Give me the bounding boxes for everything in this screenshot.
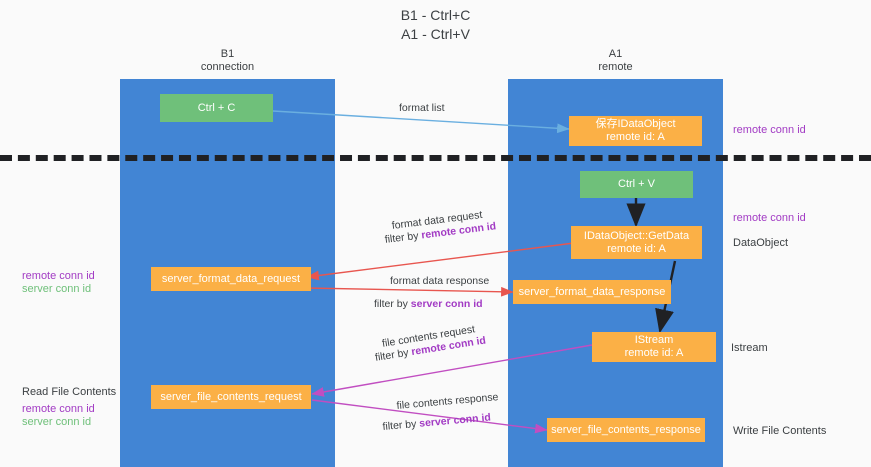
node-server-file-contents-response[interactable]: server_file_contents_response	[547, 418, 705, 442]
edge-label-format-list-text: format list	[399, 102, 445, 114]
annotation-remote-conn-id-mid: remote conn id	[733, 211, 806, 225]
node-ctrl-v[interactable]: Ctrl + V	[580, 171, 693, 198]
title-line-1: B1 - Ctrl+C	[400, 7, 471, 23]
node-getdata-label: IDataObject::GetData	[583, 229, 690, 242]
node-getdata-sub: remote id: A	[607, 242, 666, 255]
edge-label-format-list: format list	[399, 101, 445, 115]
filter-id-server-conn-id: server conn id	[410, 298, 483, 310]
node-ctrl-c[interactable]: Ctrl + C	[160, 94, 273, 122]
annotation-istream: Istream	[731, 341, 768, 355]
filter-id-server-conn-id-2: server conn id	[418, 411, 492, 430]
edge-label-file-contents-response-filter: filter by server conn id	[382, 411, 491, 434]
node-server-format-data-request[interactable]: server_format_data_request	[151, 267, 311, 291]
node-istream-sub: remote id: A	[624, 347, 684, 359]
annotation-istream-text: Istream	[731, 342, 768, 354]
lane-header-a1-sub: remote	[598, 61, 633, 73]
annotation-remote-conn-id-mid-text: remote conn id	[733, 212, 806, 224]
annotation-remote-conn-id-top-text: remote conn id	[733, 124, 806, 136]
edge-label-format-data-response-filter: filter by server conn id	[374, 297, 483, 311]
annotation-write-file-contents-text: Write File Contents	[733, 425, 827, 437]
node-istream-label: IStream	[634, 334, 674, 346]
annotation-left-server-conn-id: server conn id	[22, 282, 91, 296]
filter-prefix-2: filter by	[374, 298, 411, 310]
node-server-file-contents-request[interactable]: server_file_contents_request	[151, 385, 311, 409]
node-server-file-contents-response-label: server_file_contents_response	[551, 423, 701, 436]
filter-prefix-4: filter by	[382, 417, 420, 433]
annotation-read-file-contents: Read File Contents	[22, 385, 116, 399]
lane-header-a1: A1 remote	[508, 48, 723, 74]
annotation-left-server-conn-id-2-text: server conn id	[22, 416, 92, 428]
annotation-read-file-contents-text: Read File Contents	[22, 386, 117, 398]
annotation-write-file-contents: Write File Contents	[733, 424, 826, 438]
node-server-format-data-response-label: server_format_data_response	[518, 285, 666, 298]
lane-header-b1-name: B1	[220, 48, 235, 60]
lane-header-b1-sub: connection	[200, 61, 255, 73]
annotation-dataobject-text: DataObject	[733, 237, 789, 249]
title-line-2: A1 - Ctrl+V	[401, 26, 470, 42]
node-save-idataobject[interactable]: 保存IDataObject remote id: A	[569, 116, 702, 146]
edge-label-file-contents-response: file contents response	[396, 390, 499, 413]
filter-prefix: filter by	[384, 229, 423, 246]
annotation-left-remote-conn-id: remote conn id	[22, 269, 95, 283]
filter-prefix-3: filter by	[374, 346, 413, 364]
phase-divider	[0, 155, 871, 161]
page-title: B1 - Ctrl+C A1 - Ctrl+V	[0, 6, 871, 44]
annotation-left-remote-conn-id-2: remote conn id	[22, 402, 95, 416]
annotation-remote-conn-id-top: remote conn id	[733, 123, 806, 137]
annotation-left-server-conn-id-2: server conn id	[22, 415, 91, 429]
node-save-idataobject-sub: remote id: A	[606, 131, 665, 143]
edge-label-format-data-response-text: format data response	[390, 275, 490, 287]
node-save-idataobject-label: 保存IDataObject	[595, 118, 676, 130]
node-server-file-contents-request-label: server_file_contents_request	[160, 390, 302, 403]
node-istream[interactable]: IStream remote id: A	[592, 332, 716, 362]
node-server-format-data-request-label: server_format_data_request	[161, 272, 301, 285]
edge-label-format-data-response: format data response	[390, 274, 489, 288]
node-ctrl-c-label: Ctrl + C	[197, 101, 236, 114]
annotation-left-remote-conn-id-2-text: remote conn id	[22, 403, 95, 415]
annotation-dataobject: DataObject	[733, 236, 788, 250]
node-getdata[interactable]: IDataObject::GetData remote id: A	[571, 226, 702, 259]
node-server-format-data-response[interactable]: server_format_data_response	[513, 280, 671, 304]
node-ctrl-v-label: Ctrl + V	[618, 178, 655, 190]
lane-header-b1: B1 connection	[120, 48, 335, 74]
edge-label-file-contents-response-text: file contents response	[396, 391, 499, 412]
lane-header-a1-name: A1	[608, 48, 623, 60]
annotation-left-server-conn-id-text: server conn id	[22, 283, 92, 295]
annotation-left-remote-conn-id-text: remote conn id	[22, 270, 95, 282]
arrow-format-data-response	[305, 286, 514, 297]
